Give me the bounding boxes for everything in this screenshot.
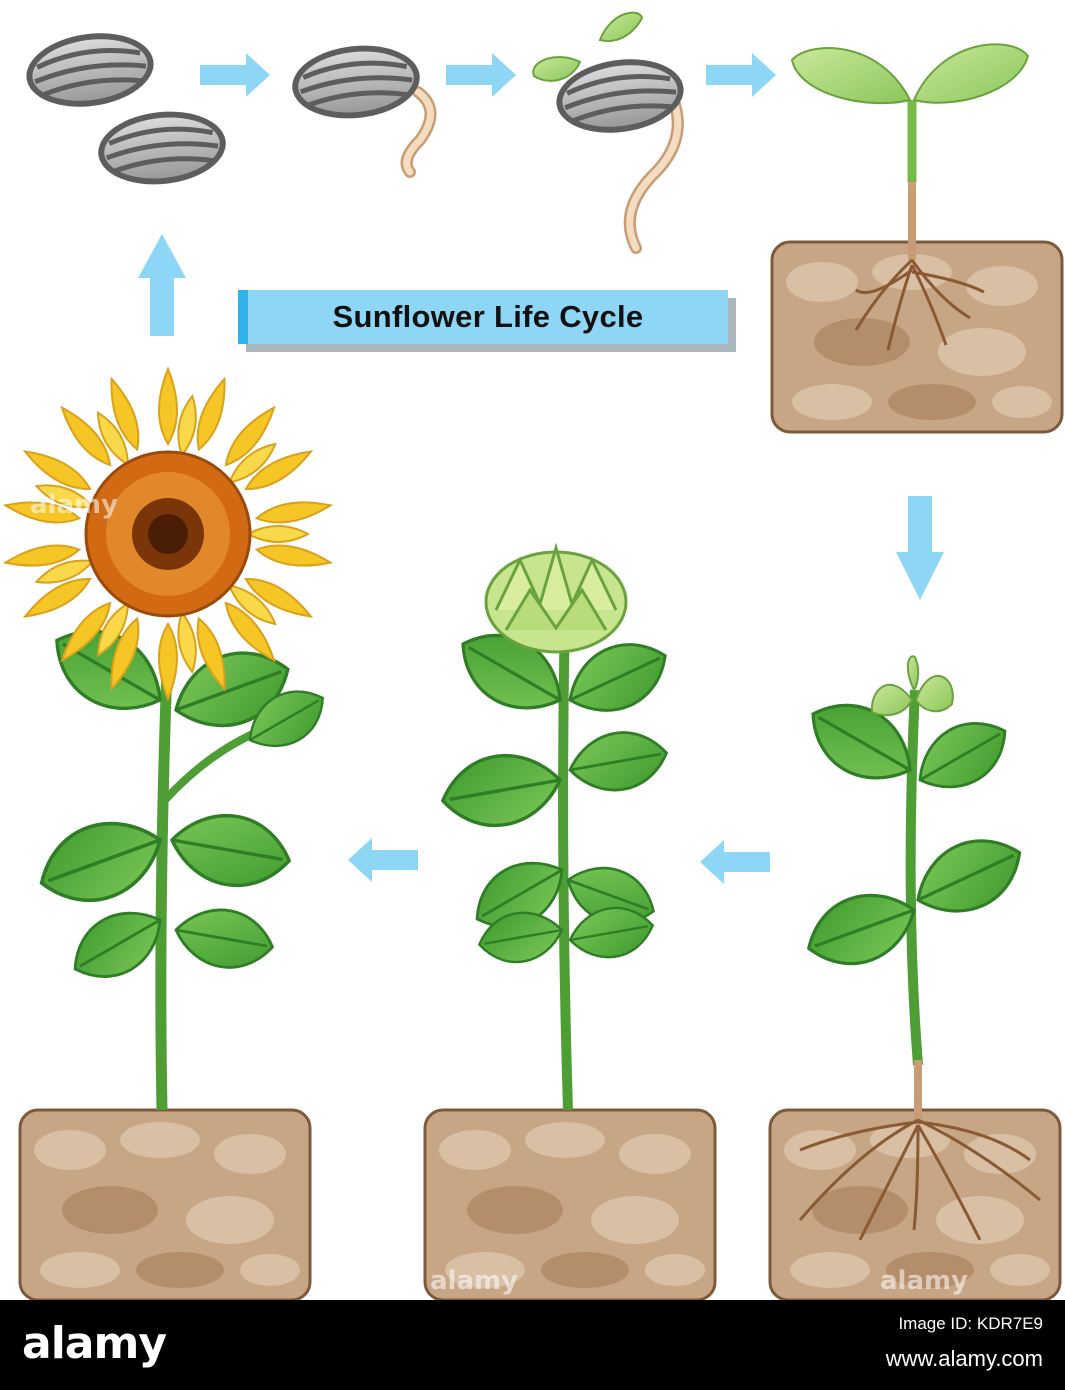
stage-budding-plant [423, 542, 717, 1302]
stage-young-plant [768, 655, 1062, 1302]
watermark: alamy [880, 1266, 969, 1296]
alamy-logo: alamy [22, 1318, 167, 1369]
footer-bar: alamy Image ID: KDR7E9 www.alamy.com [0, 1300, 1065, 1390]
arrow-right [200, 53, 270, 97]
arrow-left [700, 840, 770, 884]
diagram-canvas [2, 11, 1064, 1302]
watermark: alamy [430, 1266, 519, 1296]
arrow-right [446, 53, 516, 97]
arrow-down [896, 496, 944, 600]
arrow-up [138, 234, 186, 336]
arrow-right [706, 53, 776, 97]
diagram-title: Sunflower Life Cycle [332, 299, 644, 334]
stage-blooming-sunflower [2, 366, 337, 1302]
title-label: Sunflower Life Cycle [238, 290, 736, 352]
footer-url[interactable]: www.alamy.com [885, 1346, 1043, 1371]
stage-germinating-seed [289, 40, 437, 178]
arrow-left [348, 838, 418, 882]
title-banner: Sunflower Life Cycle [238, 290, 728, 344]
life-cycle-diagram: Sunflower Life Cycle alamy alamy alamy [2, 11, 1064, 1302]
image-id: Image ID: KDR7E9 [898, 1314, 1043, 1333]
stage-seedling [770, 43, 1064, 434]
stage-seeds [22, 25, 230, 190]
watermark: alamy [30, 490, 119, 520]
stage-sprouting-seed [532, 11, 688, 254]
